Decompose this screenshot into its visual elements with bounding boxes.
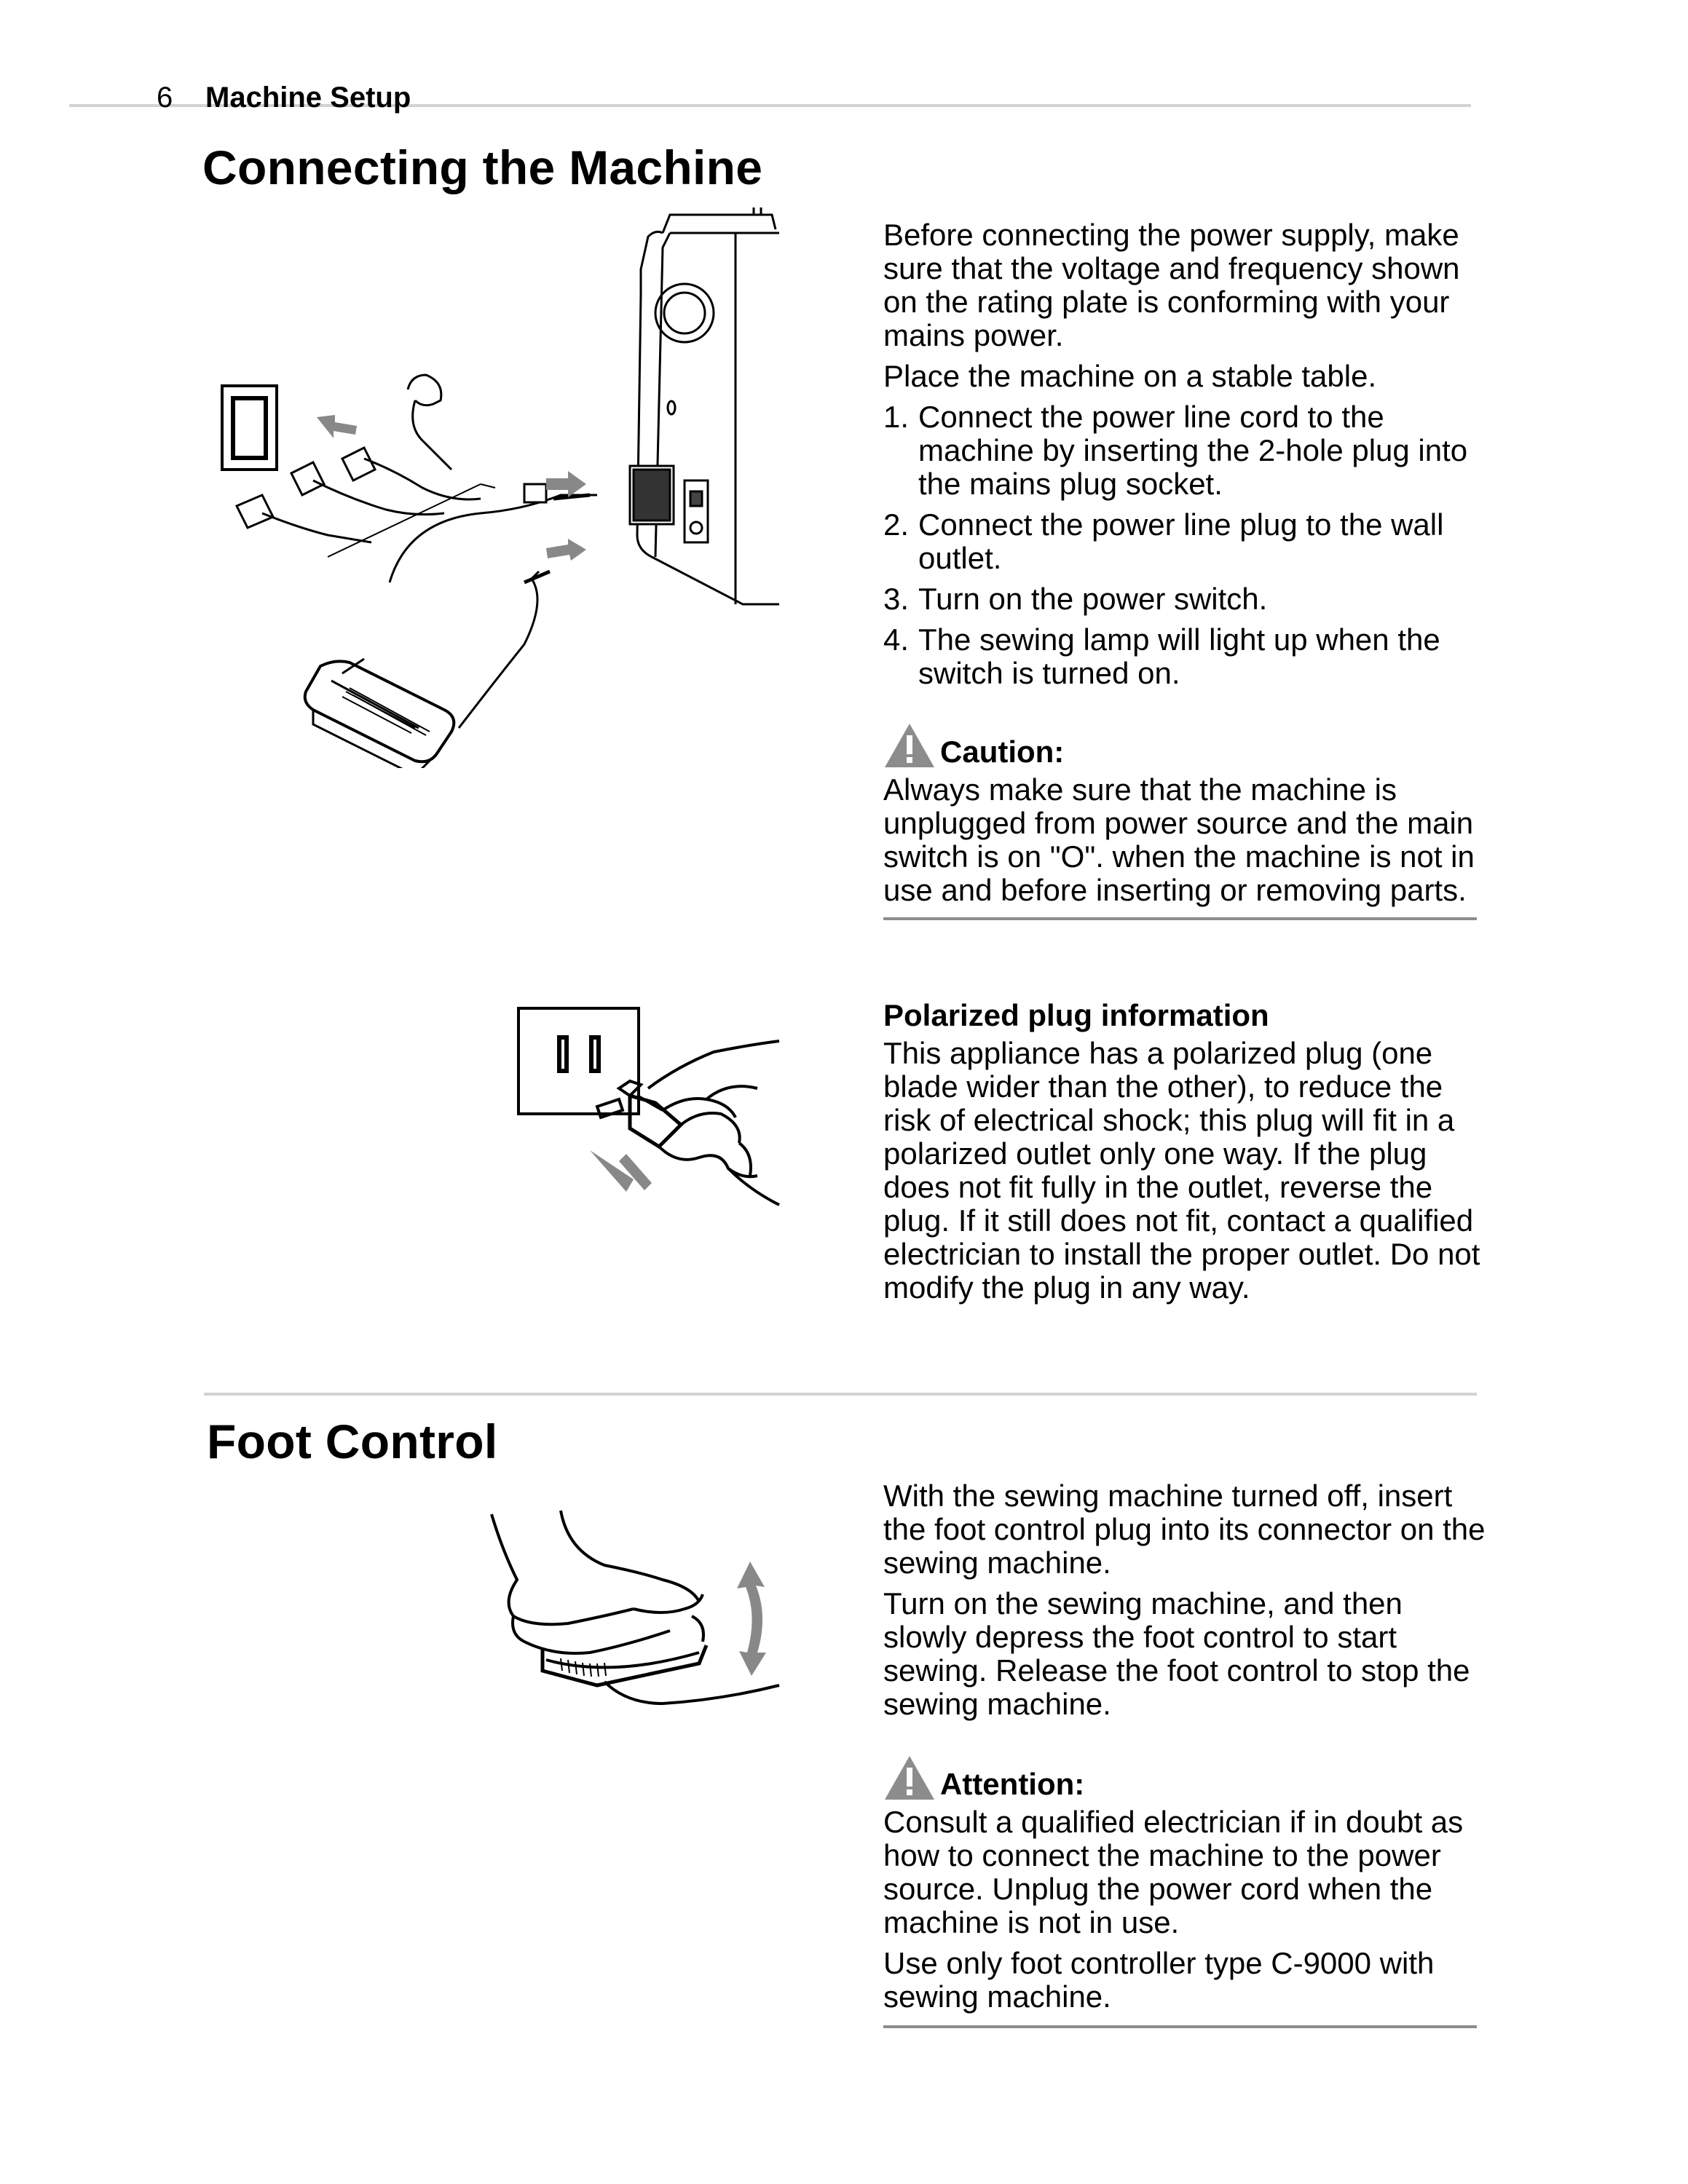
attention-rule (883, 2025, 1477, 2028)
caution-block: Caution: Always make sure that the machi… (883, 722, 1488, 914)
warning-triangle-icon (885, 1756, 934, 1800)
polarized-plug-illustration (517, 1007, 780, 1206)
machine-connection-illustration (221, 207, 779, 768)
foot-control-body: With the sewing machine turned off, inse… (883, 1479, 1488, 1728)
attention-text-2: Use only foot controller type C-9000 wit… (883, 1946, 1435, 2014)
polarized-heading: Polarized plug information (883, 998, 1269, 1032)
section-title-foot-control: Foot Control (207, 1415, 498, 1468)
list-item: 1.Connect the power line cord to the mac… (883, 400, 1468, 501)
arrow-icon (546, 539, 586, 561)
attention-block: Attention: Consult a qualified electrici… (883, 1754, 1488, 2021)
section-divider (204, 1393, 1477, 1396)
arrow-icon (590, 1150, 634, 1192)
running-header: Machine Setup (205, 82, 411, 114)
arrow-icon (546, 471, 586, 497)
setup-steps-list: 1.Connect the power line cord to the mac… (883, 400, 1488, 690)
section-title-connecting: Connecting the Machine (202, 141, 763, 194)
polarized-block: Polarized plug information This applianc… (883, 999, 1488, 1312)
list-item: 2.Connect the power line plug to the wal… (883, 507, 1444, 575)
caution-text: Always make sure that the machine is unp… (883, 772, 1475, 907)
caution-heading: Caution: (883, 722, 1488, 769)
intro-paragraph: Before connecting the power supply, make… (883, 218, 1460, 352)
connecting-body: Before connecting the power supply, make… (883, 218, 1488, 697)
place-paragraph: Place the machine on a stable table. (883, 359, 1377, 393)
caution-rule (883, 917, 1477, 920)
foot-control-para2: Turn on the sewing machine, and then slo… (883, 1586, 1470, 1721)
polarized-text: This appliance has a polarized plug (one… (883, 1036, 1480, 1305)
page-number: 6 (157, 82, 173, 114)
foot-control-para1: With the sewing machine turned off, inse… (883, 1479, 1486, 1580)
header-rule (69, 104, 1471, 107)
attention-heading: Attention: (883, 1754, 1488, 1801)
arrow-icon (317, 415, 357, 438)
up-down-arrow-icon (737, 1562, 766, 1676)
foot-control-illustration (490, 1510, 780, 1706)
warning-triangle-icon (885, 724, 934, 767)
list-item: 3.Turn on the power switch. (883, 582, 1268, 616)
attention-text: Consult a qualified electrician if in do… (883, 1805, 1464, 1939)
list-item: 4.The sewing lamp will light up when the… (883, 622, 1440, 690)
